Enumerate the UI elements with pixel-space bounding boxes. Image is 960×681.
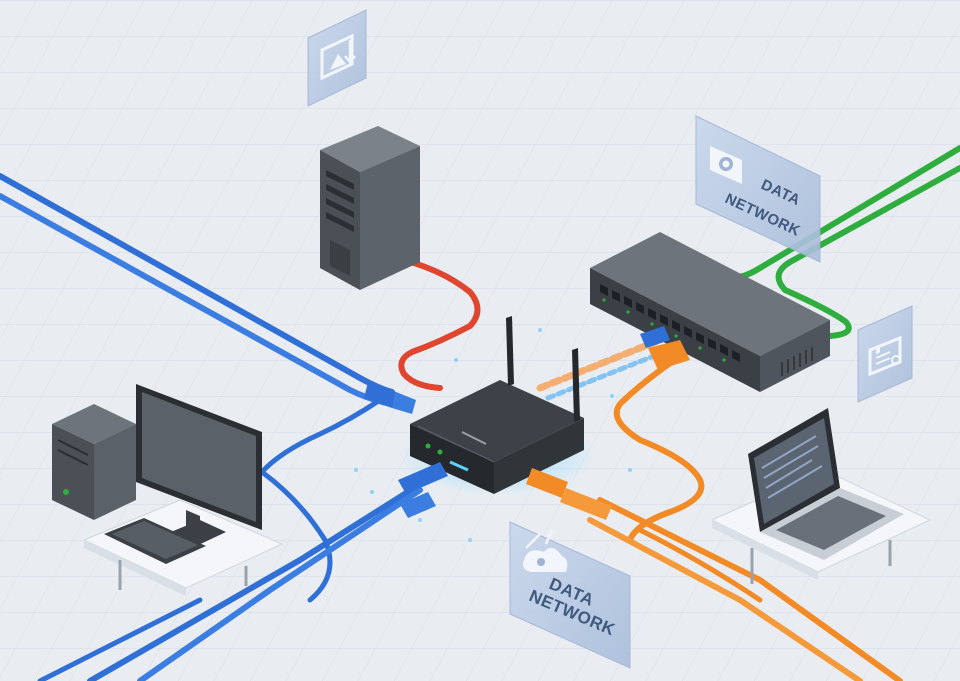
cable-group-orange xyxy=(536,336,903,681)
desktop-computer-icon xyxy=(52,384,284,596)
cloud-network-icon xyxy=(522,529,568,572)
download-panel xyxy=(307,9,367,107)
cable-red xyxy=(392,255,481,391)
server-icon xyxy=(320,126,420,290)
camera-icon xyxy=(710,146,742,184)
switch-icon xyxy=(590,232,830,392)
switch-ports xyxy=(600,284,740,362)
download-icon xyxy=(320,33,356,81)
laptop-icon xyxy=(710,408,932,584)
device-panel xyxy=(857,305,913,403)
signal-sparkles xyxy=(354,328,632,542)
data-network-label-top: DATA NETWORK xyxy=(695,115,821,263)
connectors xyxy=(364,326,690,520)
storage-device-icon xyxy=(868,335,902,377)
